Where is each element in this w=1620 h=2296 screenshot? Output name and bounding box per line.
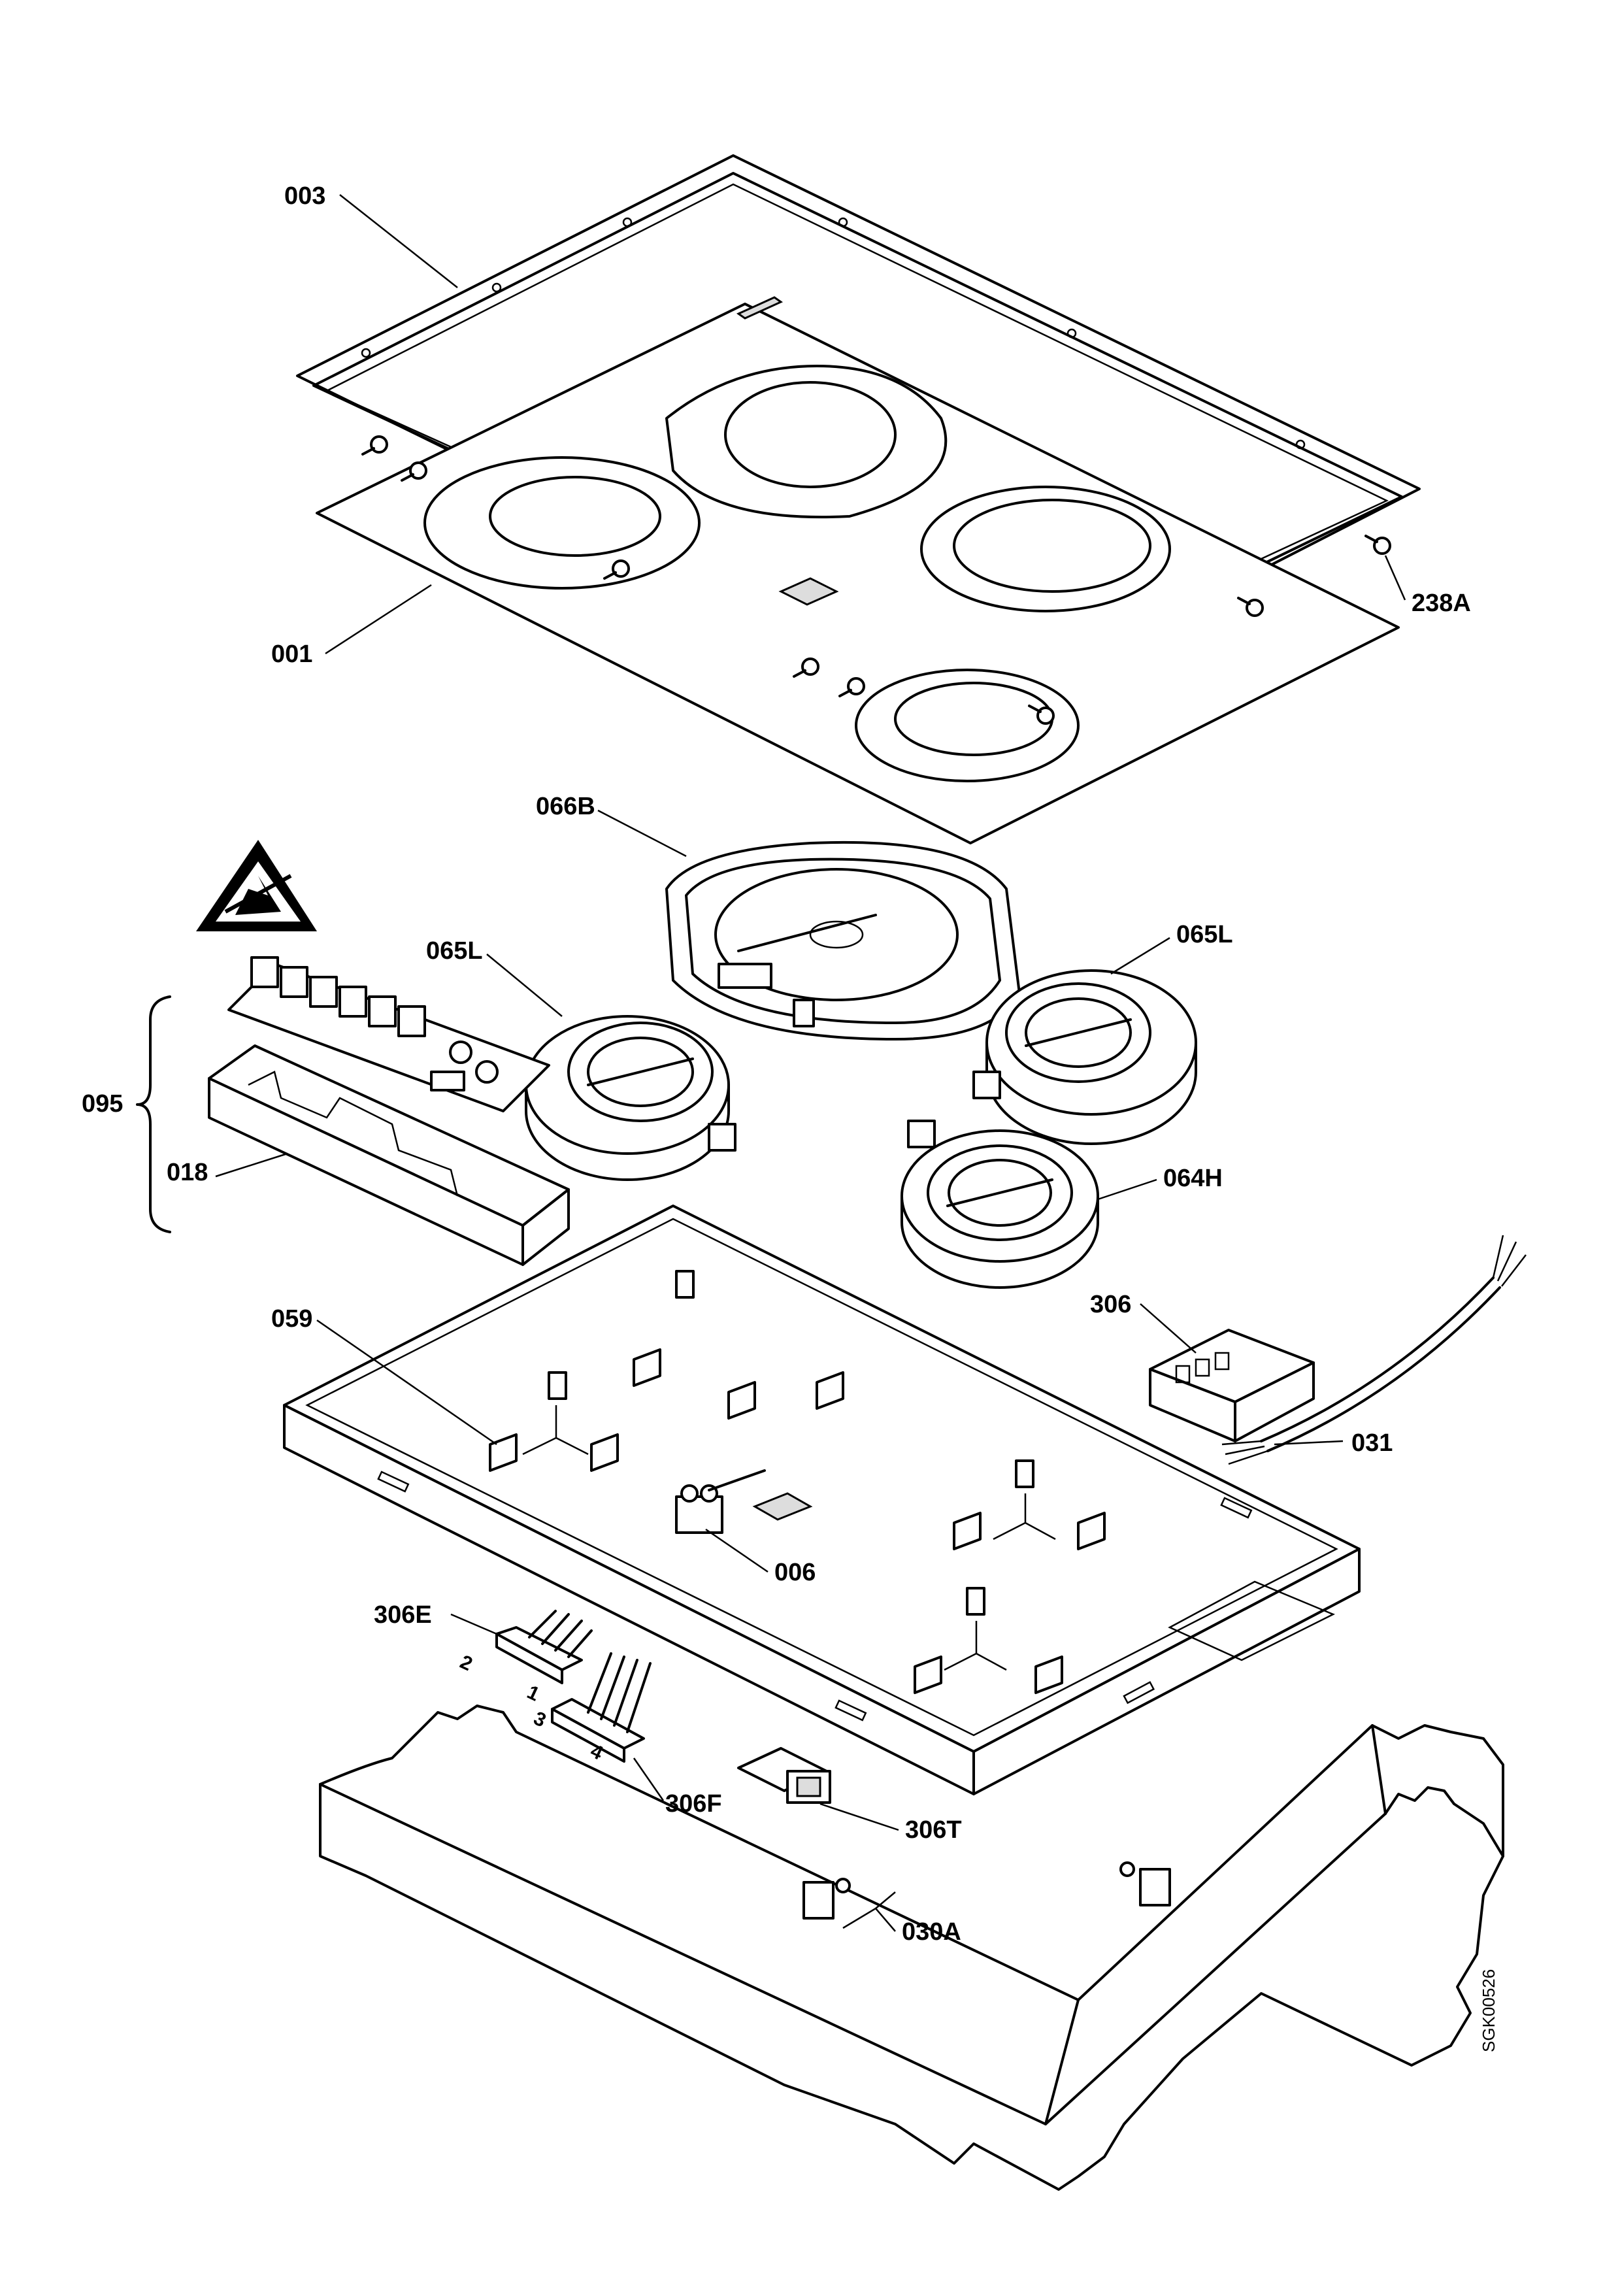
- label-003: 003: [284, 182, 325, 210]
- control-board: [227, 956, 550, 1112]
- component-306T: [737, 1747, 831, 1804]
- label-095: 095: [82, 1090, 123, 1118]
- pin-label-3: 3: [530, 1708, 549, 1732]
- label-031: 031: [1351, 1429, 1393, 1457]
- cooking-zone-front: [855, 669, 1080, 782]
- terminal-006: [675, 1469, 766, 1534]
- cable-031: [1221, 1235, 1527, 1465]
- clips-030A: [802, 1861, 1171, 1920]
- cooking-zone-left: [423, 456, 701, 590]
- label-006: 006: [774, 1559, 816, 1586]
- pin-label-2: 2: [457, 1651, 476, 1675]
- label-030A: 030A: [902, 1918, 961, 1946]
- label-238A: 238A: [1412, 590, 1471, 617]
- label-306E: 306E: [374, 1601, 432, 1629]
- label-306T: 306T: [905, 1816, 962, 1844]
- heater-065L-right: [972, 969, 1197, 1145]
- connector-306F: [551, 1652, 652, 1763]
- connector-306E: [495, 1610, 593, 1684]
- connector-block-306: [1149, 1329, 1315, 1442]
- label-306: 306: [1090, 1291, 1131, 1318]
- worktop: [319, 1705, 1504, 2191]
- drawing-code: SGK00526: [1479, 1969, 1498, 2052]
- housing-018: [208, 1044, 570, 1266]
- label-065L-left: 065L: [426, 937, 483, 965]
- cooking-zone-right: [920, 486, 1171, 612]
- screws-238A: [361, 435, 1391, 725]
- label-018: 018: [167, 1159, 208, 1186]
- label-066B: 066B: [536, 793, 595, 820]
- esd-warning-icon: [196, 840, 317, 931]
- leader-lines: [215, 194, 1406, 1932]
- label-065L-right: 065L: [1176, 921, 1233, 948]
- pin-label-1: 1: [523, 1682, 542, 1706]
- label-064H: 064H: [1163, 1165, 1223, 1192]
- heater-065L-left: [525, 1015, 736, 1181]
- heater-064H: [901, 1120, 1099, 1289]
- tray-059: [283, 1205, 1361, 1795]
- label-059: 059: [271, 1305, 312, 1333]
- label-001: 001: [271, 641, 312, 668]
- heater-066B: [665, 840, 1021, 1040]
- frame-holes: [361, 217, 1306, 450]
- glass-top-001: [316, 296, 1400, 844]
- relays: [250, 956, 426, 1037]
- tray-clips: [489, 1270, 1106, 1694]
- cooking-zone-rear: [665, 365, 948, 519]
- label-306F: 306F: [665, 1790, 722, 1818]
- bracket-095: [136, 995, 171, 1233]
